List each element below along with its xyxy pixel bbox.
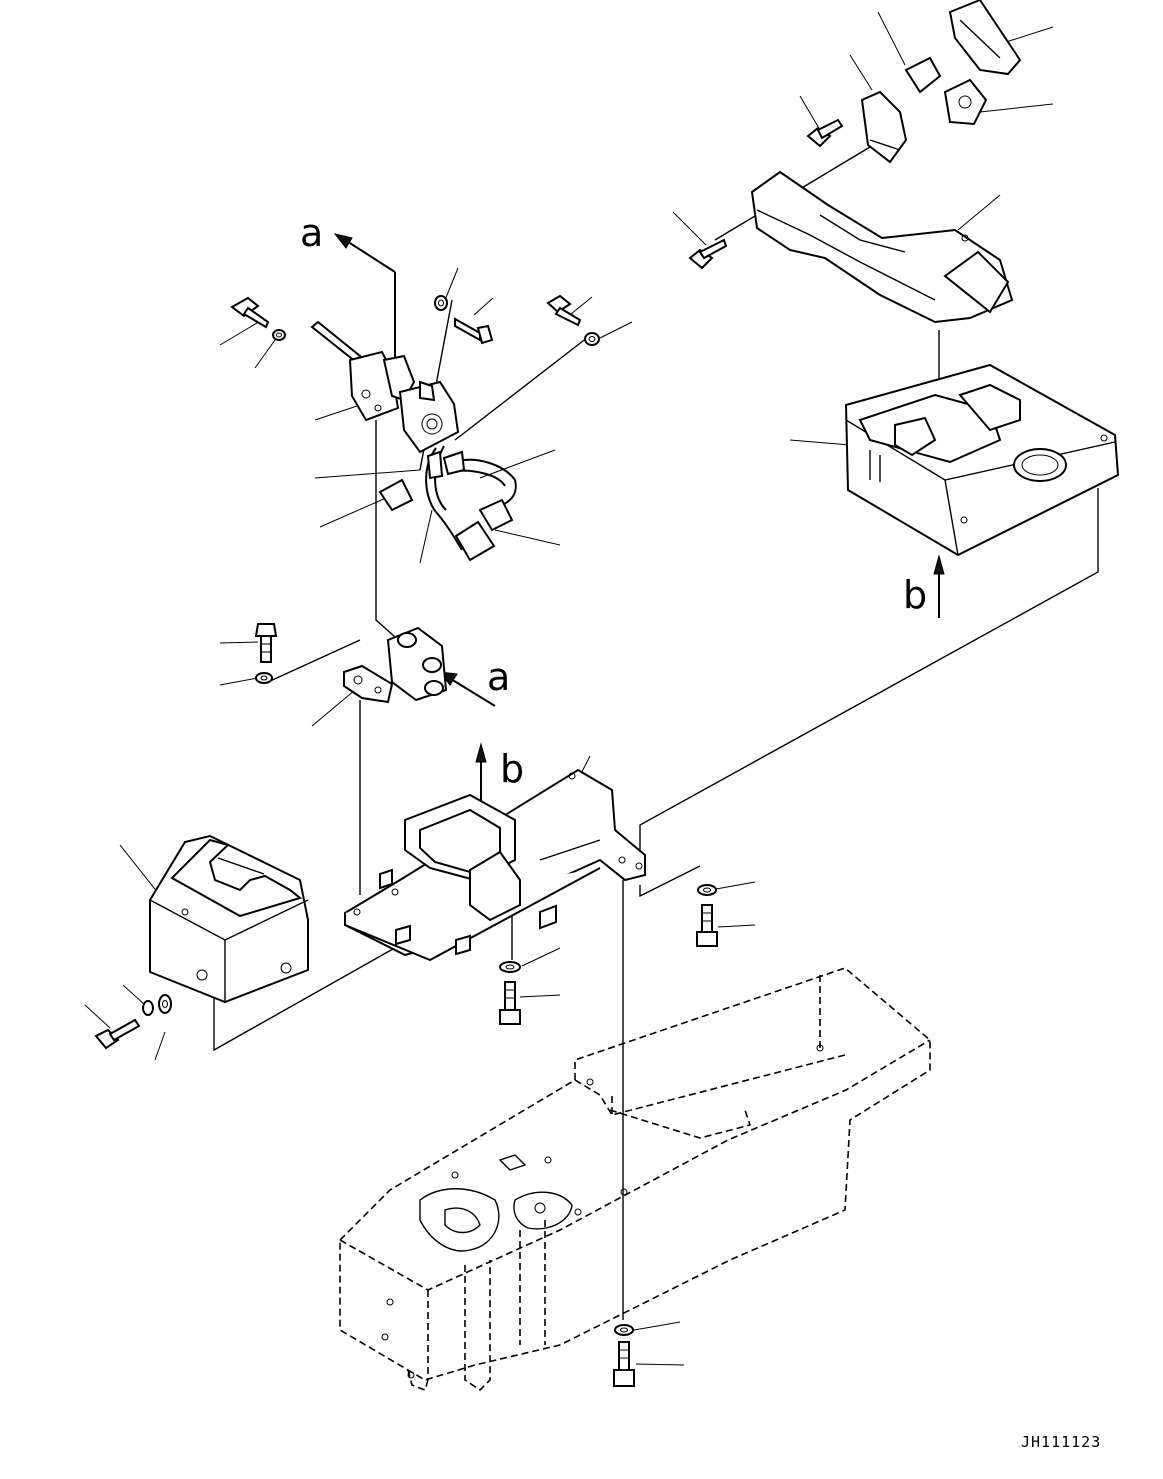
switch-clip-icon [860,56,942,164]
upper-left-washer-icon [272,329,286,341]
drawing-code: JH111123 [1021,1433,1102,1451]
bottom-washer-icon [614,1324,634,1336]
assembly-lines [213,134,1099,1320]
grip-screw-icon [688,238,728,270]
view-label-b-lower: b [500,747,524,791]
view-label-b-upper: b [903,573,927,617]
right-bolt-icon [696,904,718,947]
upper-left-bolt-icon [230,296,270,329]
switch-harness-icon [378,445,517,562]
view-a-upper: a [300,211,396,370]
frame-icon [339,967,931,1392]
base-washer-icon [499,961,521,973]
mount-bracket-icon [343,626,448,704]
right-upper-cover-icon [844,363,1120,557]
view-b-upper: b [903,554,945,618]
front-cover-washer-icon [142,994,172,1016]
lever-grip-cover-icon [750,170,1014,324]
mount-washer-icon [255,672,273,684]
front-cover-icon [149,834,309,1004]
base-bolt-icon [499,981,521,1025]
front-cover-bolt-icon [94,1018,141,1050]
upper-right-bolt-icon [546,294,582,327]
console-base-plate-icon [344,768,646,962]
right-washer-icon [697,884,717,896]
leader-lines [84,11,1054,1366]
bottom-bolt-icon [613,1341,635,1387]
upper-center-washer-icon [434,295,448,311]
switch-knob-icon [943,0,1022,126]
view-label-a-upper: a [300,211,323,255]
view-label-a-lower: a [487,655,510,699]
mount-bolt-icon [254,623,278,663]
view-a-lower: a [438,655,510,707]
upper-right-washer-icon [584,332,600,346]
lever-bracket-icon [310,320,460,454]
upper-center-bolt-icon [454,317,494,345]
switch-screw-icon [806,118,844,148]
